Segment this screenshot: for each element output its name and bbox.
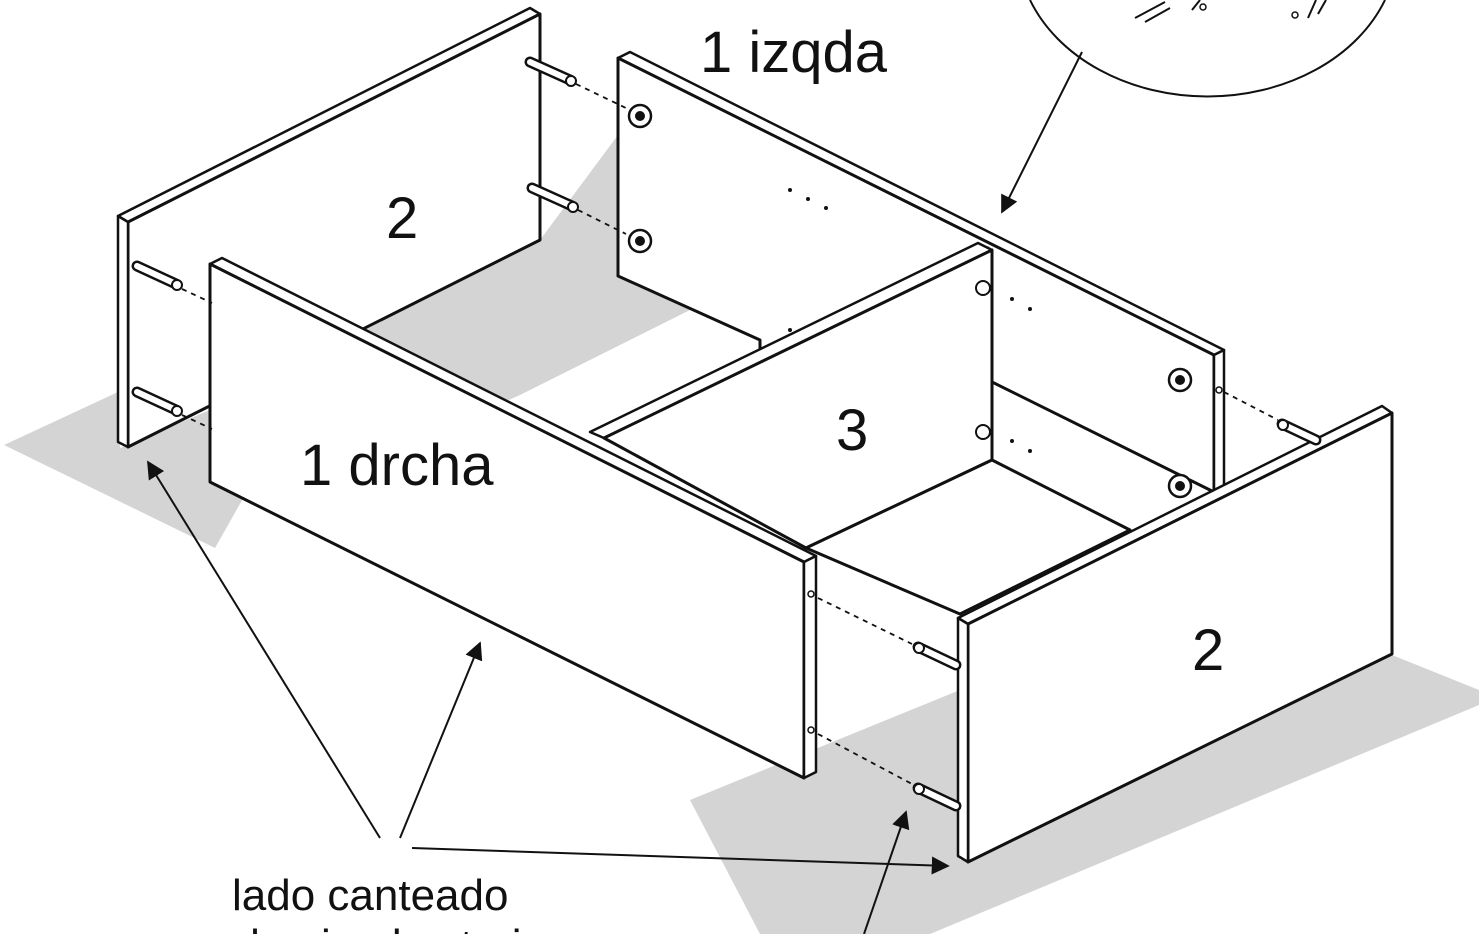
label-1-drcha: 1 drcha <box>300 433 494 498</box>
label-2-front: 2 <box>1192 618 1224 683</box>
label-3: 3 <box>836 398 868 463</box>
dowel-icon <box>912 641 962 671</box>
dowel-hole-icon <box>807 726 815 734</box>
dowel-icon <box>131 260 183 291</box>
arrow-to-front-side <box>411 847 950 875</box>
dowel-icon <box>524 56 577 87</box>
shadow-back <box>365 135 700 430</box>
dowel-icon <box>1276 418 1322 446</box>
dowel-hole-icon <box>807 590 815 598</box>
arrow-to-back-side <box>147 460 381 839</box>
shadow-left <box>4 392 245 548</box>
edge-note-line2: hacia el exterior <box>250 921 561 934</box>
label-2-back: 2 <box>386 186 418 251</box>
panel-3-divider <box>588 241 1132 616</box>
panel-2-front-end-edge <box>956 616 970 864</box>
detail-callout <box>1001 0 1386 214</box>
arrow-to-long-panel <box>399 641 483 839</box>
cam-lock-icon <box>975 424 991 440</box>
panel-1-izqda-end-edge <box>1212 348 1226 494</box>
arrow-to-dowel-edge <box>863 810 910 934</box>
cam-lock-core-icon <box>635 111 645 121</box>
dowel-icon <box>912 782 962 812</box>
label-1-izqda: 1 izqda <box>700 20 888 85</box>
detail-pointer-arrow <box>1001 51 1083 214</box>
edge-note-arrows <box>147 460 950 934</box>
cam-lock-icon <box>975 280 991 296</box>
dowel-icon <box>131 386 183 417</box>
detail-sketch <box>1134 0 1327 23</box>
panel-2-back-end-edge <box>116 214 130 449</box>
assembly-guides <box>181 83 1279 785</box>
edge-note-line1: lado canteado <box>232 871 508 920</box>
panel-1-drcha <box>208 256 818 780</box>
detail-hole-icon <box>1291 11 1299 19</box>
shelf-pin-holes <box>788 188 1223 453</box>
detail-circle <box>1029 0 1386 98</box>
panel-2-front <box>956 404 1394 864</box>
dowel-icon <box>526 182 579 213</box>
panel-3-inner <box>804 458 1132 616</box>
panel-1-drcha-end-edge <box>802 554 818 780</box>
dowels <box>131 56 1322 812</box>
cam-lock-core-icon <box>635 236 645 246</box>
floor-line-left <box>364 239 541 329</box>
cam-lock-core-icon <box>1175 481 1185 491</box>
cam-lock-core-icon <box>1175 375 1185 385</box>
detail-hole-icon <box>1199 3 1207 11</box>
